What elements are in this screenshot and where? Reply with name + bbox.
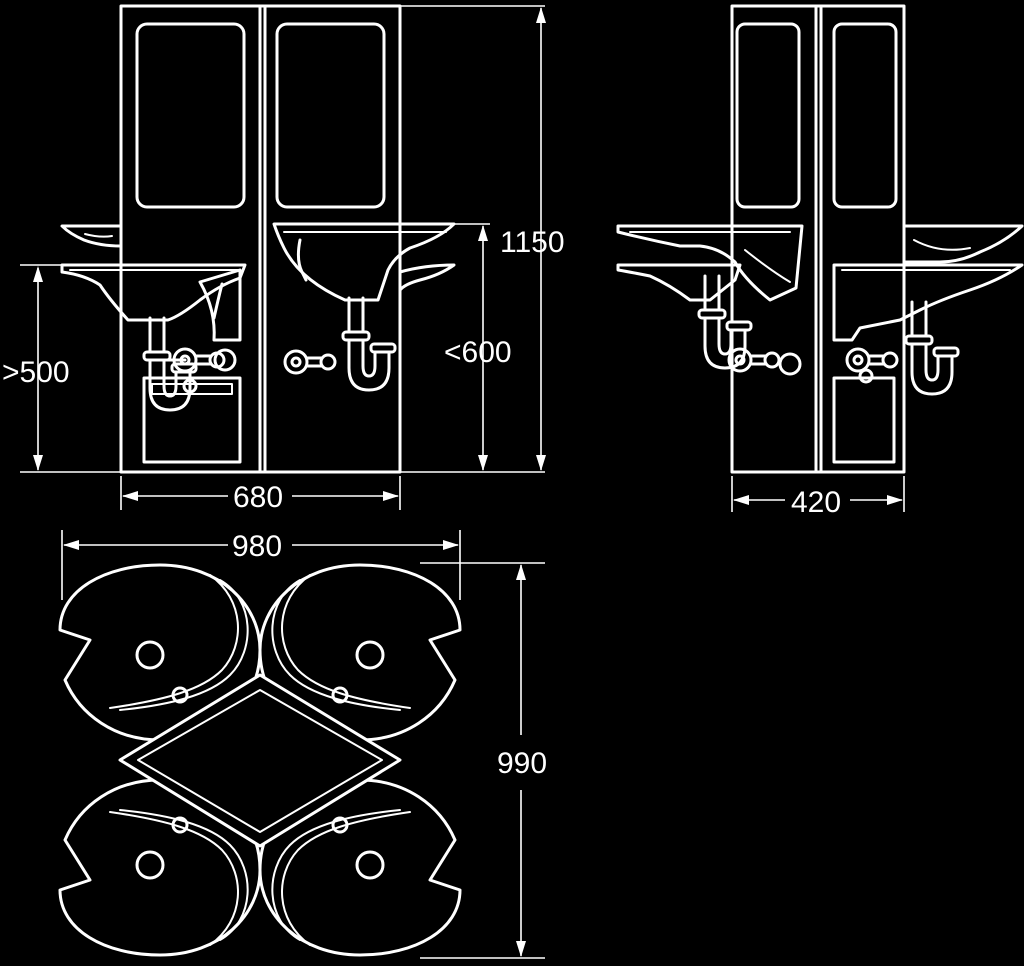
dim-front-basin-height: <600 <box>444 336 512 369</box>
dim-plan-width: 980 <box>232 530 282 563</box>
dim-side-width: 420 <box>791 486 841 519</box>
front-view: >500 <600 1150 680 <box>2 4 565 514</box>
dim-front-total-height: 1150 <box>500 226 565 259</box>
dim-front-width: 680 <box>233 481 283 514</box>
side-view: 420 <box>616 4 1024 519</box>
plan-view: 980 990 <box>58 530 547 959</box>
dim-front-height-left: >500 <box>2 356 70 389</box>
dim-plan-depth: 990 <box>497 747 547 780</box>
